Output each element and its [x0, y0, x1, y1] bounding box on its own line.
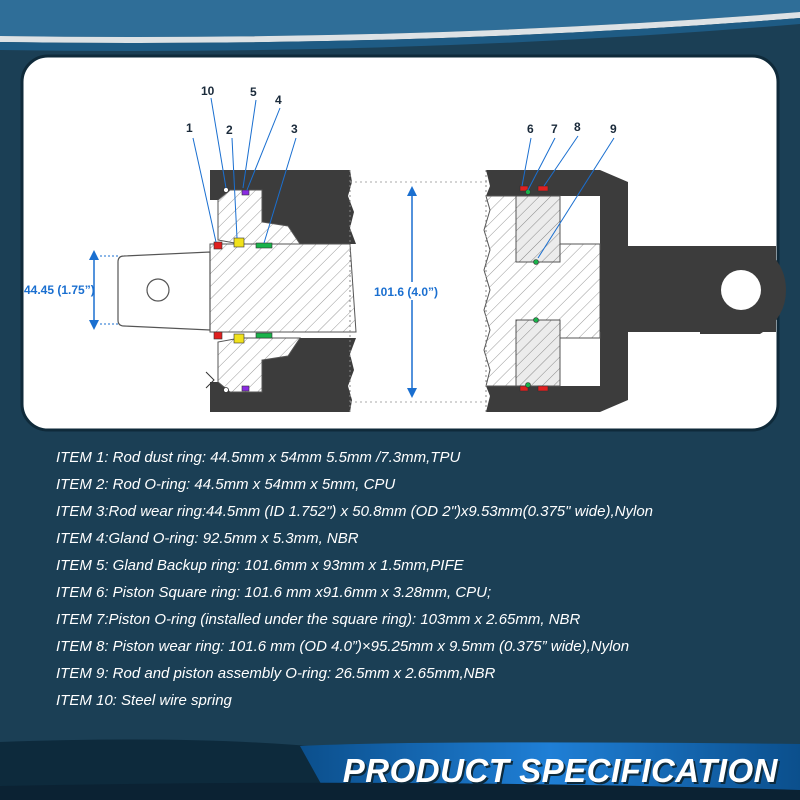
- rod-dimension: [89, 250, 118, 330]
- rod-diameter-label: 44.45 (1.75”): [24, 283, 95, 297]
- seal-item-2-bottom: [233, 333, 245, 344]
- seal-item-8-top: [537, 185, 549, 192]
- seal-item-7-top: [525, 189, 531, 195]
- spec-item-6: ITEM 6: Piston Square ring: 101.6 mm x91…: [56, 584, 492, 601]
- spec-item-1: ITEM 1: Rod dust ring: 44.5mm x 54mm 5.5…: [56, 449, 461, 466]
- callout-5: 5: [250, 85, 257, 99]
- bottom-banner: [0, 739, 800, 800]
- callout-3: 3: [291, 122, 298, 136]
- spec-item-5: ITEM 5: Gland Backup ring: 101.6mm x 93m…: [56, 557, 464, 574]
- banner-title: PRODUCT SPECIFICATION: [342, 752, 778, 789]
- seal-item-7-bottom: [525, 382, 531, 388]
- seal-item-9-top: [533, 259, 539, 265]
- seal-item-3-top: [255, 242, 273, 249]
- callout-10: 10: [201, 84, 215, 98]
- spec-item-2: ITEM 2: Rod O-ring: 44.5mm x 54mm x 5mm,…: [56, 476, 396, 493]
- spec-list: ITEM 1: Rod dust ring: 44.5mm x 54mm 5.5…: [56, 444, 796, 714]
- spec-item-4: ITEM 4:Gland O-ring: 92.5mm x 5.3mm, NBR: [56, 530, 359, 547]
- bore-diameter-label: 101.6 (4.0”): [374, 285, 438, 299]
- seal-item-10-top: [223, 187, 229, 193]
- piston-section: [483, 170, 786, 412]
- seal-item-4-top: [241, 189, 250, 196]
- seal-item-6-top: [519, 185, 529, 192]
- seal-item-6-bottom: [519, 385, 529, 392]
- seal-item-4-bottom: [241, 385, 250, 392]
- seal-item-10-bottom: [223, 387, 229, 393]
- spec-item-7: ITEM 7:Piston O-ring (installed under th…: [56, 611, 581, 628]
- seal-item-3-bottom: [255, 332, 273, 339]
- callout-8: 8: [574, 120, 581, 134]
- seal-item-8-bottom: [537, 385, 549, 392]
- callout-9: 9: [610, 122, 617, 136]
- seal-item-1-top: [213, 241, 223, 250]
- spec-item-9: ITEM 9: Rod and piston assembly O-ring: …: [56, 665, 496, 682]
- spec-item-3: ITEM 3:Rod wear ring:44.5mm (ID 1.752") …: [56, 503, 654, 520]
- seal-item-9-bottom: [533, 317, 539, 323]
- callout-leaders-left: [192, 97, 297, 244]
- callout-2: 2: [226, 123, 233, 137]
- gland-section: [117, 170, 357, 412]
- callout-6: 6: [527, 122, 534, 136]
- top-decoration: [0, 0, 800, 51]
- seal-item-2-top: [233, 237, 245, 248]
- callout-7: 7: [551, 122, 558, 136]
- spec-item-10: ITEM 10: Steel wire spring: [56, 692, 232, 709]
- callout-4: 4: [275, 93, 282, 107]
- callout-leaders-right: [521, 135, 615, 259]
- diagram-panel: [20, 54, 780, 432]
- callout-1: 1: [186, 121, 193, 135]
- spec-item-8: ITEM 8: Piston wear ring: 101.6 mm (OD 4…: [56, 638, 630, 655]
- seal-item-1-bottom: [213, 331, 223, 340]
